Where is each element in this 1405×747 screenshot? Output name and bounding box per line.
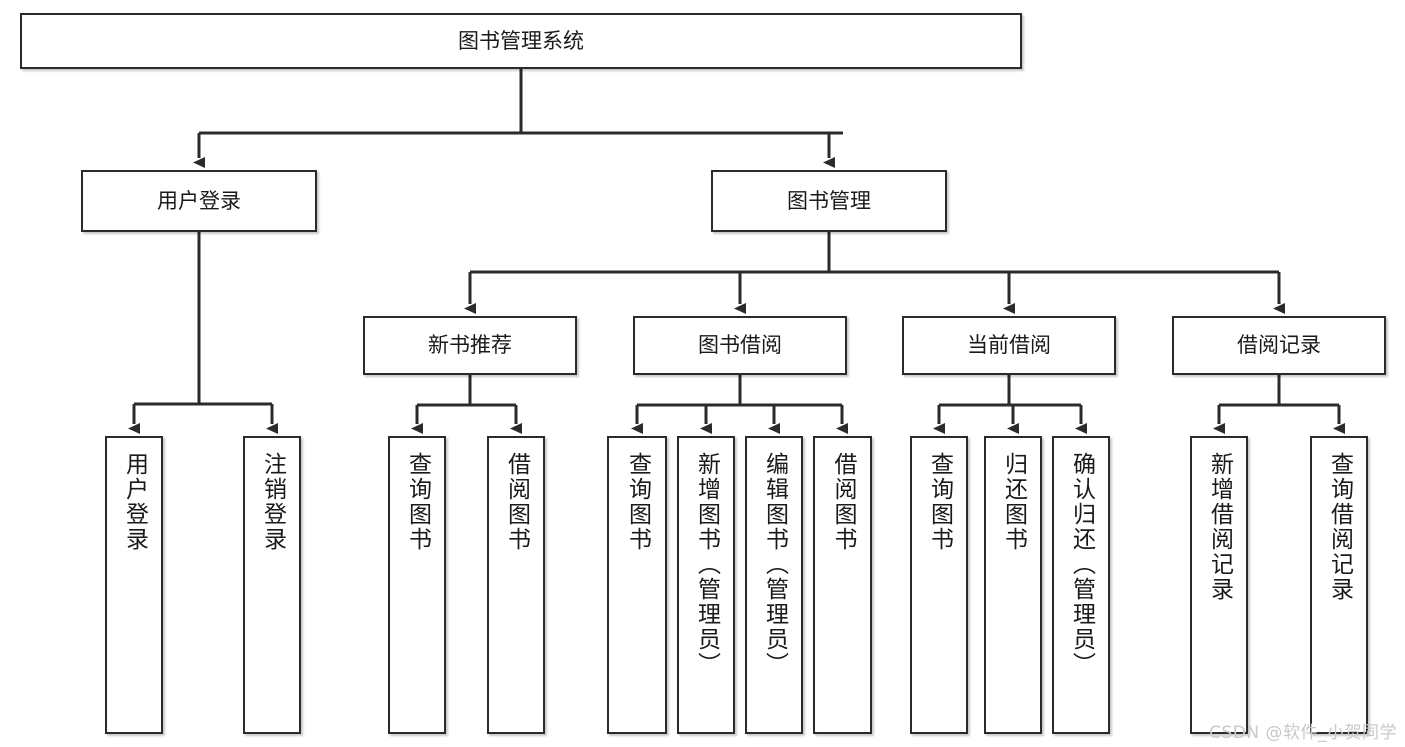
- node-root[interactable]: 图书管理系统: [20, 13, 1022, 69]
- node-leaf-borrow-query[interactable]: 查询图书: [607, 436, 667, 734]
- node-user-login[interactable]: 用户登录: [81, 170, 317, 232]
- node-current-borrow[interactable]: 当前借阅: [902, 316, 1116, 375]
- node-leaf-current-confirm[interactable]: 确认归还（管理员）: [1052, 436, 1110, 734]
- node-leaf-borrow-edit[interactable]: 编辑图书（管理员）: [745, 436, 803, 734]
- node-book-management[interactable]: 图书管理: [711, 170, 947, 232]
- node-leaf-borrow-borrow-label: 借阅图书: [830, 452, 856, 552]
- node-leaf-user-logout[interactable]: 注销登录: [243, 436, 301, 734]
- node-new-book-recommend-label: 新书推荐: [428, 333, 512, 358]
- node-root-label: 图书管理系统: [458, 28, 584, 53]
- node-leaf-borrow-add-label: 新增图书（管理员）: [693, 452, 720, 677]
- node-leaf-current-confirm-label: 确认归还（管理员）: [1068, 452, 1095, 677]
- node-borrow-record[interactable]: 借阅记录: [1172, 316, 1386, 375]
- node-book-borrow[interactable]: 图书借阅: [633, 316, 847, 375]
- node-leaf-record-query-label: 查询借阅记录: [1326, 452, 1353, 602]
- node-leaf-record-add[interactable]: 新增借阅记录: [1190, 436, 1248, 734]
- node-leaf-user-login-label: 用户登录: [121, 452, 148, 552]
- node-leaf-borrow-edit-label: 编辑图书（管理员）: [761, 452, 788, 677]
- node-leaf-borrow-query-label: 查询图书: [624, 452, 651, 552]
- node-leaf-user-login[interactable]: 用户登录: [105, 436, 163, 734]
- node-leaf-current-query[interactable]: 查询图书: [910, 436, 968, 734]
- node-borrow-record-label: 借阅记录: [1237, 333, 1321, 358]
- node-new-book-recommend[interactable]: 新书推荐: [363, 316, 577, 375]
- node-leaf-newbook-query[interactable]: 查询图书: [388, 436, 446, 734]
- node-leaf-borrow-borrow[interactable]: 借阅图书: [813, 436, 872, 734]
- node-leaf-borrow-add[interactable]: 新增图书（管理员）: [677, 436, 735, 734]
- node-leaf-user-logout-label: 注销登录: [259, 452, 286, 552]
- node-user-login-label: 用户登录: [157, 188, 241, 213]
- node-book-management-label: 图书管理: [787, 188, 871, 213]
- node-leaf-record-query[interactable]: 查询借阅记录: [1310, 436, 1368, 734]
- node-book-borrow-label: 图书借阅: [698, 333, 782, 358]
- node-leaf-current-return[interactable]: 归还图书: [984, 436, 1042, 734]
- node-leaf-newbook-query-label: 查询图书: [404, 452, 431, 552]
- node-current-borrow-label: 当前借阅: [967, 333, 1051, 358]
- node-leaf-current-return-label: 归还图书: [1000, 452, 1027, 552]
- node-leaf-current-query-label: 查询图书: [926, 452, 953, 552]
- node-leaf-record-add-label: 新增借阅记录: [1206, 452, 1233, 602]
- node-leaf-newbook-borrow[interactable]: 借阅图书: [487, 436, 545, 734]
- node-leaf-newbook-borrow-label: 借阅图书: [503, 452, 530, 552]
